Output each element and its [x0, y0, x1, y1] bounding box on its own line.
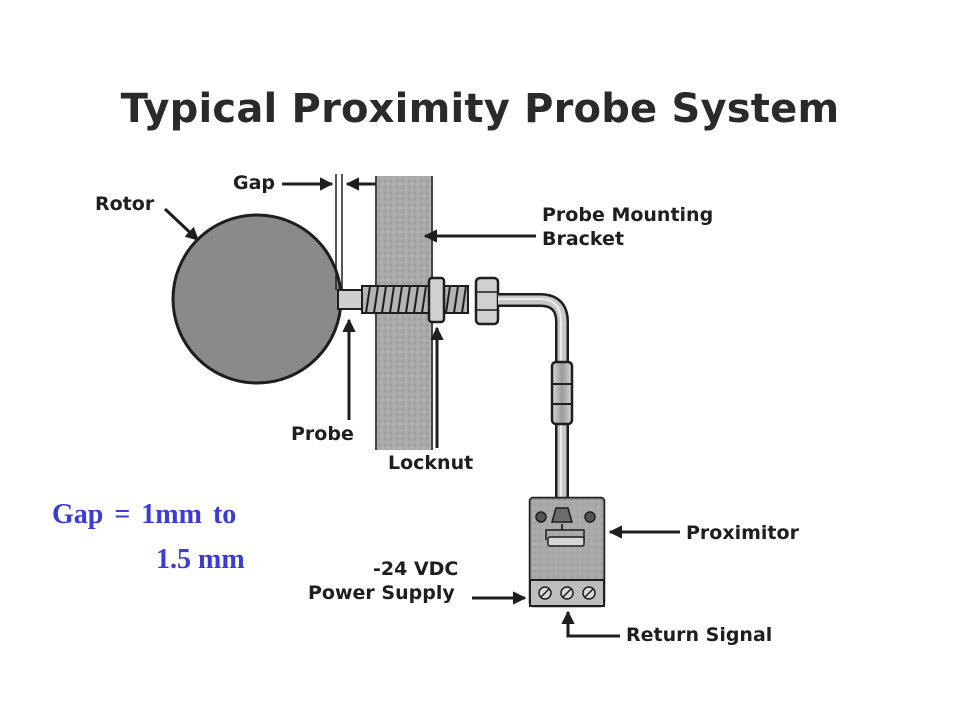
rotor-disc: [171, 213, 343, 385]
label-return-signal: Return Signal: [626, 624, 773, 646]
probe-tip: [337, 289, 365, 310]
cable-connector: [550, 360, 574, 426]
proximitor-box: [528, 496, 606, 608]
label-probe: Probe: [291, 423, 354, 445]
label-power-line2: Power Supply: [308, 582, 455, 604]
gap-note-line2: 1.5 mm: [156, 544, 245, 575]
label-bracket-line2: Bracket: [542, 228, 625, 250]
gap-note-line1: Gap = 1mm to: [52, 499, 237, 530]
extension-cable: [498, 293, 569, 508]
label-bracket-line1: Probe Mounting: [542, 204, 714, 226]
label-locknut: Locknut: [388, 452, 474, 474]
rear-nut-shape: [474, 276, 500, 326]
label-gap: Gap: [233, 172, 276, 194]
return-signal-arrow: [561, 610, 620, 638]
label-rotor: Rotor: [95, 193, 155, 215]
rotor-arrow: [163, 207, 200, 242]
locknut-shape: [427, 276, 446, 324]
probe-threaded-body: [361, 285, 469, 314]
page-title: Typical Proximity Probe System: [120, 86, 840, 132]
label-proximitor: Proximitor: [686, 522, 799, 544]
label-power-line1: -24 VDC: [373, 558, 459, 580]
